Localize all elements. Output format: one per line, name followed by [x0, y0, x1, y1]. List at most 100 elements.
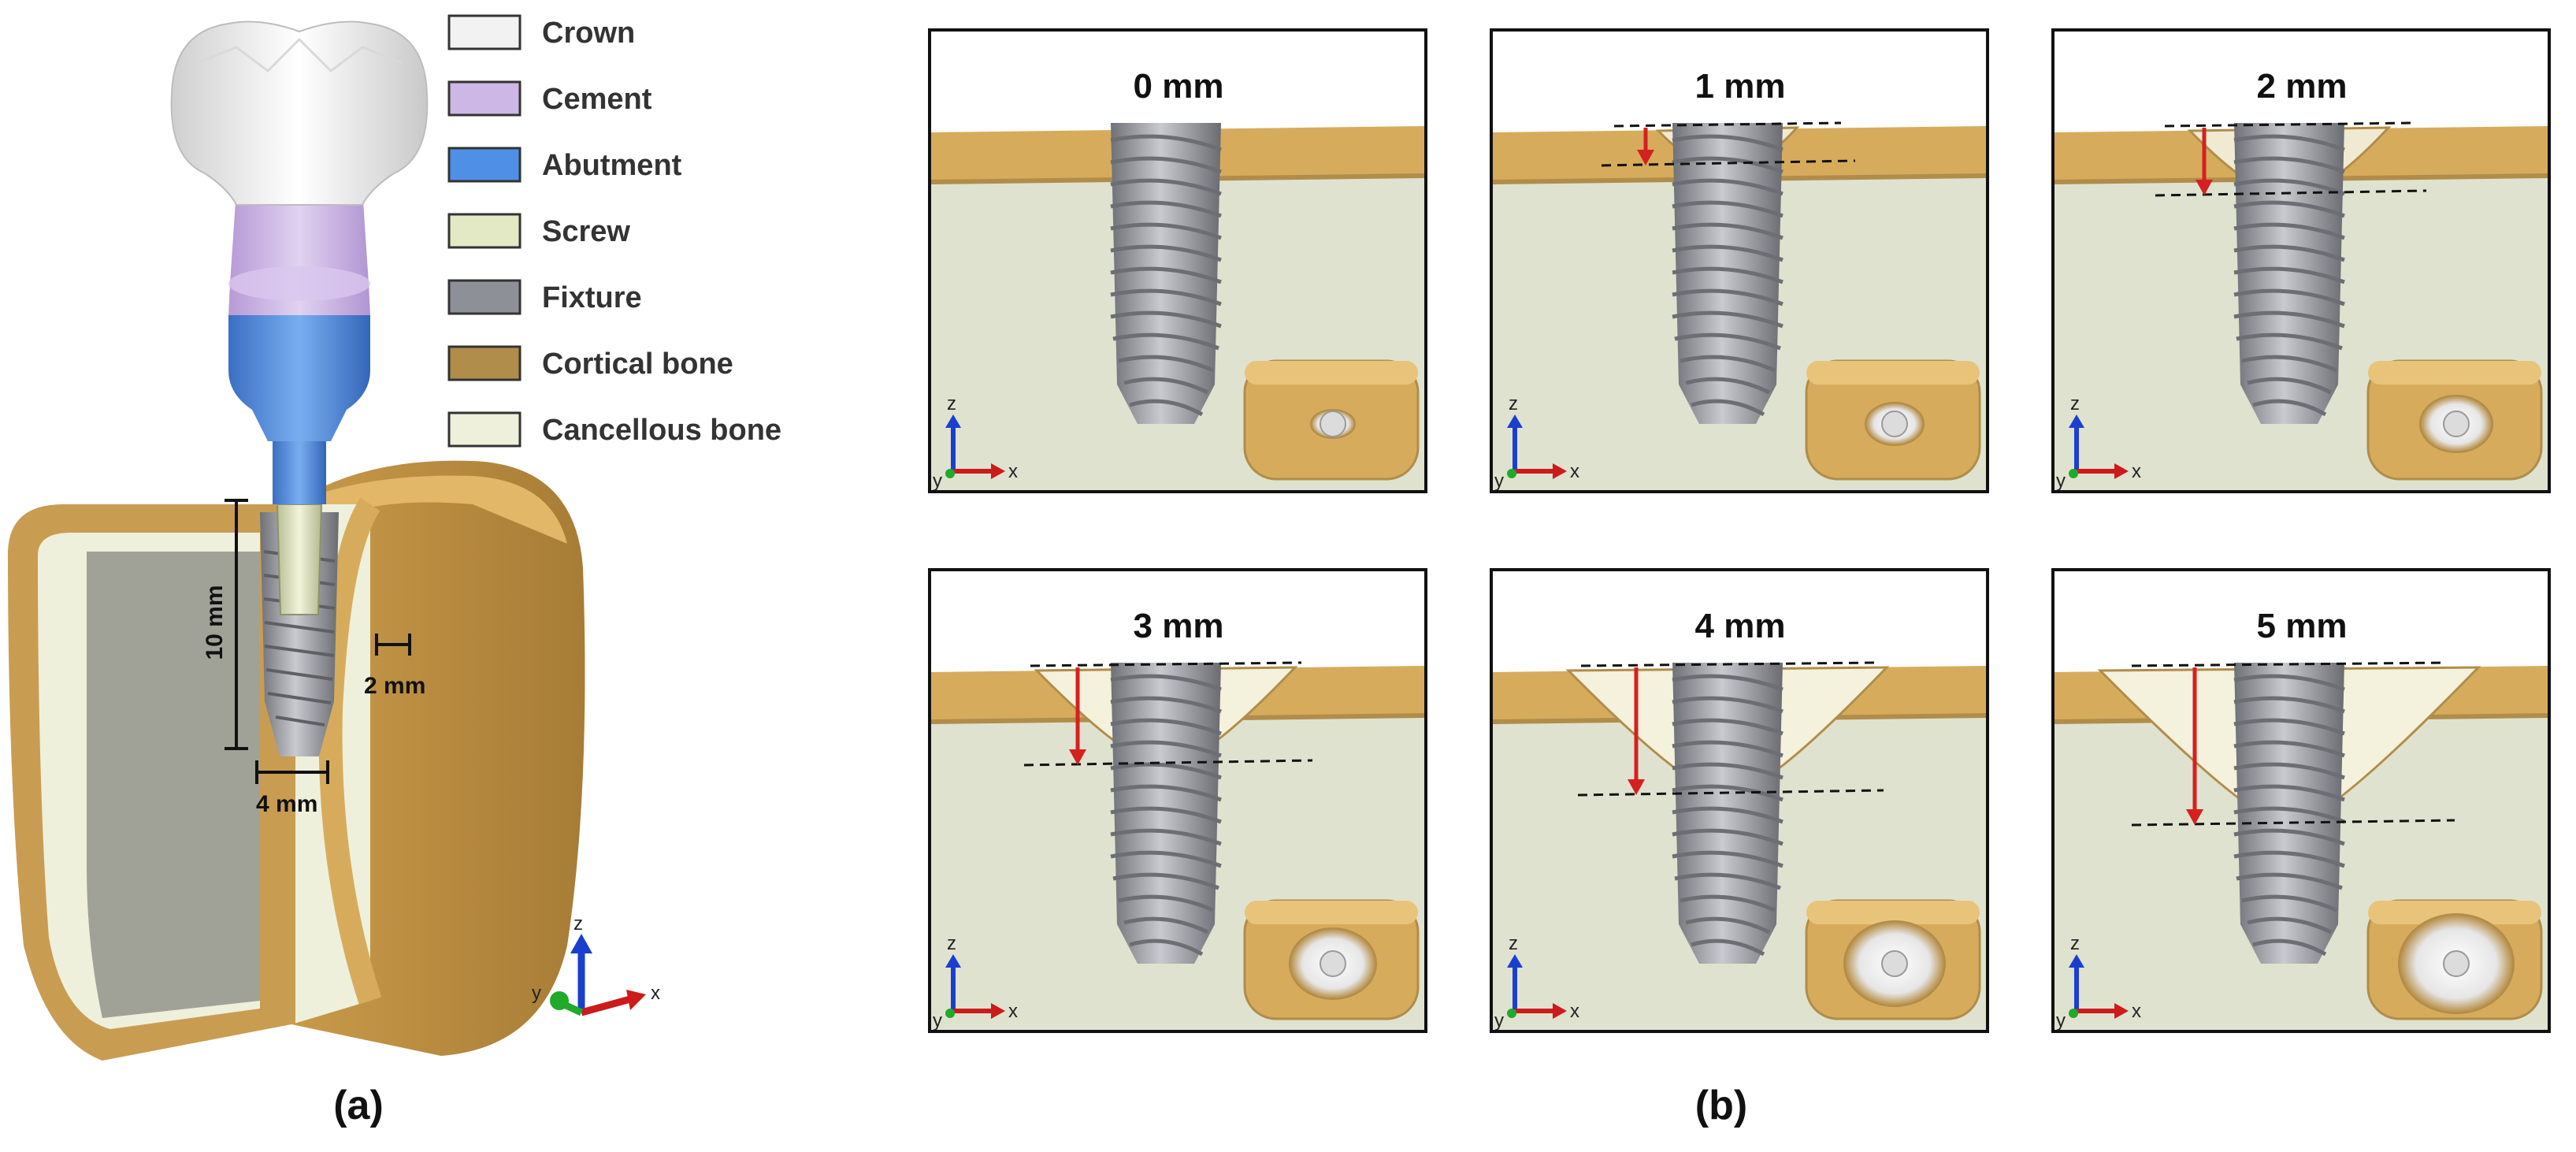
- caption-b: (b): [1695, 1083, 1747, 1128]
- axis-triad-a: z y x: [532, 913, 660, 1016]
- axis-z-label: z: [1509, 393, 1518, 414]
- legend-item: Abutment: [447, 147, 682, 183]
- legend-swatch: [447, 411, 522, 448]
- panel-border: [1490, 568, 1989, 1033]
- bone-block: [8, 460, 585, 1061]
- panel-title: 4 mm: [1695, 607, 1786, 645]
- depth-arrow-head: [1628, 779, 1645, 795]
- axis-x-label: x: [651, 983, 660, 1004]
- depth-arrow-head: [1637, 150, 1654, 165]
- legend-item: Fixture: [447, 279, 642, 315]
- legend-item: Crown: [447, 14, 635, 50]
- panel-title: 3 mm: [1134, 607, 1224, 645]
- dimension-cortical: 2 mm: [364, 634, 425, 699]
- axis-x-label: x: [1008, 461, 1018, 482]
- legend-swatch: [447, 14, 522, 50]
- legend-swatch: [447, 345, 522, 381]
- top-view-inset: [1243, 899, 1420, 1020]
- axis-x-label: x: [2132, 461, 2141, 482]
- legend-label: Fixture: [542, 281, 642, 314]
- reference-line-bottom: [1601, 159, 1856, 167]
- reference-line-top: [1580, 661, 1875, 667]
- axis-y-label: y: [2056, 470, 2066, 492]
- fixture: [1672, 663, 1784, 964]
- fixture: [2233, 123, 2345, 424]
- depth-arrow-head: [1069, 749, 1086, 765]
- caption-a: (a): [333, 1083, 384, 1128]
- depth-arrow-head: [2186, 809, 2203, 825]
- axis-z-label: z: [2070, 393, 2080, 414]
- panel-border: [2051, 28, 2551, 493]
- reference-line-bottom: [1023, 759, 1313, 767]
- top-view-inset: [1243, 359, 1420, 481]
- legend-swatch: [447, 80, 522, 117]
- reference-line-bottom: [1577, 789, 1884, 797]
- reference-line-top: [1613, 121, 1842, 128]
- legend: CrownCementAbutmentScrewFixtureCortical …: [447, 14, 781, 448]
- panel-border: [1490, 28, 1989, 493]
- axis-y-label: y: [933, 1010, 942, 1031]
- legend-label: Cortical bone: [542, 347, 733, 381]
- axis-z-label: z: [1509, 933, 1518, 954]
- panel-depth-4: 4 mm z y x: [1490, 568, 1989, 1033]
- legend-label: Abutment: [542, 149, 682, 182]
- panel-depth-3: 3 mm z y x: [928, 568, 1427, 1033]
- axis-triad: z y x: [933, 933, 1018, 1031]
- fixture: [1672, 123, 1784, 424]
- axis-z-label: z: [2070, 933, 2080, 954]
- reference-line-top: [1030, 661, 1302, 667]
- fixture: [2233, 663, 2345, 964]
- panel-depth-2: 2 mm z y x: [2051, 28, 2551, 493]
- top-view-inset: [1805, 359, 1981, 481]
- panel-border: [928, 568, 1427, 1033]
- panel-border: [928, 28, 1427, 493]
- panel-title: 0 mm: [1134, 67, 1224, 106]
- dimension-length: 10 mm: [202, 499, 248, 750]
- panel-border: [2051, 568, 2551, 1033]
- legend-label: Crown: [542, 17, 635, 50]
- reference-line-top: [2164, 121, 2415, 128]
- axis-y-label: y: [2056, 1010, 2066, 1031]
- legend-swatch: [447, 147, 522, 183]
- axis-x-label: x: [1570, 1001, 1579, 1022]
- axis-triad: z y x: [2056, 393, 2141, 492]
- reference-line-bottom: [2131, 819, 2455, 827]
- cortical-label: 2 mm: [364, 673, 425, 699]
- axis-z-label: z: [573, 913, 583, 935]
- reference-line-top: [2131, 661, 2448, 667]
- legend-label: Screw: [542, 215, 630, 248]
- fixture: [1110, 123, 1222, 424]
- legend-label: Cement: [542, 83, 652, 116]
- legend-item: Screw: [447, 213, 630, 249]
- axis-z-label: z: [947, 933, 956, 954]
- top-view-inset: [2366, 359, 2543, 481]
- length-label: 10 mm: [202, 585, 228, 660]
- panel-title: 1 mm: [1695, 67, 1786, 106]
- legend-swatch: [447, 213, 522, 249]
- top-view-inset: [2366, 899, 2543, 1020]
- axis-y-label: y: [1494, 1010, 1504, 1031]
- legend-label: Cancellous bone: [542, 414, 781, 447]
- panel-title: 5 mm: [2257, 607, 2348, 645]
- legend-item: Cement: [447, 80, 652, 117]
- axis-z-label: z: [947, 393, 956, 414]
- top-view-inset: [1805, 899, 1981, 1020]
- panel-title: 2 mm: [2257, 67, 2348, 106]
- reference-line-bottom: [2155, 189, 2427, 197]
- axis-triad: z y x: [1494, 933, 1579, 1031]
- legend-swatch: [447, 279, 522, 315]
- axis-y-label: y: [1494, 470, 1504, 492]
- abutment: [273, 441, 326, 504]
- axis-x-label: x: [1008, 1001, 1018, 1022]
- dimension-diameter: 4 mm: [255, 760, 329, 817]
- crown: [170, 20, 429, 206]
- legend-item: Cancellous bone: [447, 411, 781, 448]
